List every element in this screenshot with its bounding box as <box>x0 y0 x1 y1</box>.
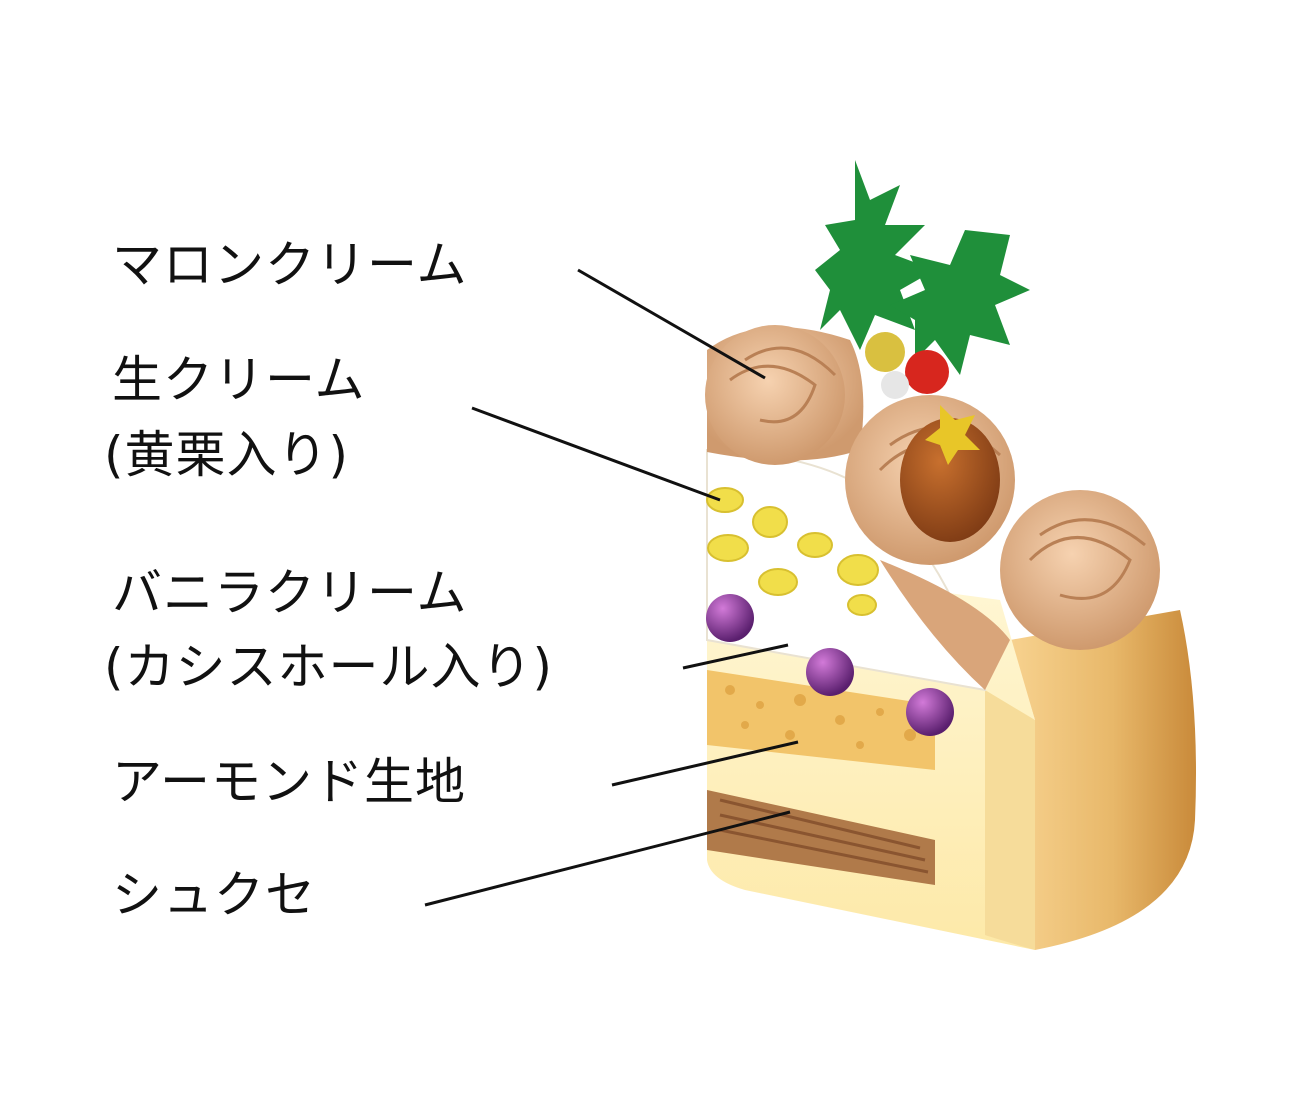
gold-leaf-decoration <box>925 405 980 465</box>
holly-leaf <box>815 160 935 350</box>
cassis-berry <box>706 594 754 642</box>
leader-lines <box>424 268 799 907</box>
cake-illustration <box>705 160 1196 950</box>
leader-line-vanilla-cream <box>682 643 789 670</box>
label-vanilla-cream-note: (カシスホール入り) <box>104 638 554 696</box>
cassis-berry <box>806 648 854 696</box>
label-almond-sponge: アーモンド生地 <box>112 753 466 811</box>
leader-line-choux <box>424 810 791 907</box>
label-choux: シュクセ <box>112 866 316 924</box>
chestnut-pieces <box>706 487 879 616</box>
label-marron-cream: マロンクリーム <box>112 236 468 294</box>
red-ball <box>905 350 949 394</box>
cake-front-right-wall <box>985 690 1035 950</box>
almond-sponge-texture <box>725 685 916 749</box>
almond-sponge-layer <box>707 670 935 770</box>
marron-swirl <box>705 325 845 465</box>
label-vanilla-cream: バニラクリーム <box>112 564 468 622</box>
label-fresh-cream-note: (黄栗入り) <box>104 426 350 484</box>
gold-ball <box>865 332 905 372</box>
leader-line-fresh-cream <box>471 406 721 502</box>
white-ball <box>881 371 909 399</box>
holly-leaf <box>890 230 1030 375</box>
leader-line-almond-sponge <box>611 740 799 787</box>
leader-line-marron-cream <box>577 268 766 380</box>
marron-swirl <box>1000 490 1160 650</box>
cassis-berry <box>906 688 954 736</box>
label-fresh-cream: 生クリーム <box>112 351 366 409</box>
cassis-berries <box>706 594 954 736</box>
cake-side-wall <box>1010 610 1196 950</box>
